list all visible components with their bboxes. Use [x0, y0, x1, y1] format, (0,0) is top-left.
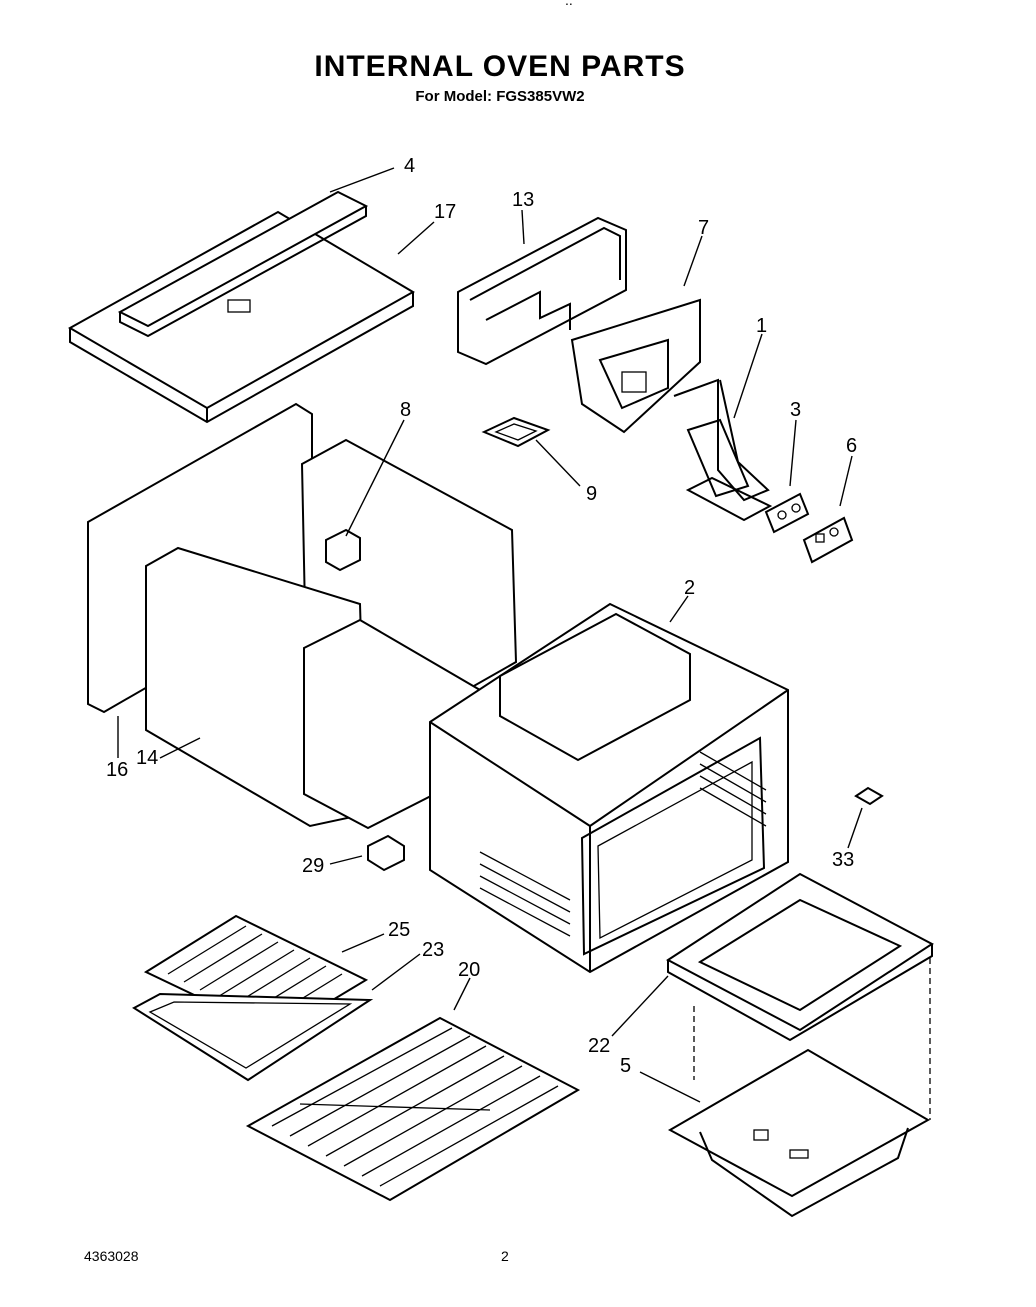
bracket-33	[854, 786, 884, 806]
label-part-23: 23	[422, 939, 444, 961]
flue-duct	[673, 378, 773, 522]
leader-17	[397, 221, 435, 255]
leader-22	[611, 975, 669, 1037]
leader-23	[371, 953, 421, 991]
label-part-7: 7	[698, 217, 709, 239]
burner-baffle	[666, 872, 934, 1042]
label-part-14: 14	[136, 747, 158, 769]
top-insulation-slab	[67, 210, 415, 424]
leader-20	[453, 977, 471, 1011]
leader-7	[683, 235, 703, 287]
oven-cavity	[429, 602, 789, 974]
label-part-4: 4	[404, 155, 415, 177]
label-part-22: 22	[588, 1035, 610, 1057]
leader-29	[329, 855, 363, 865]
label-part-16: 16	[106, 759, 128, 781]
label-part-20: 20	[458, 959, 480, 981]
leader-13	[521, 209, 525, 245]
top-mark: ..	[565, 0, 573, 8]
vent-housing	[570, 298, 701, 434]
leader-5	[639, 1071, 701, 1103]
label-part-5: 5	[620, 1055, 631, 1077]
leader-4	[329, 167, 395, 193]
leader-33	[847, 807, 863, 849]
vent-plate-6	[802, 516, 854, 564]
label-part-29: 29	[302, 855, 324, 877]
label-part-2: 2	[684, 577, 695, 599]
page-number: 2	[501, 1248, 509, 1264]
leader-3	[789, 419, 797, 487]
bracket-29	[367, 834, 405, 872]
page-title: INTERNAL OVEN PARTS	[314, 50, 686, 83]
leader-9	[535, 439, 581, 487]
model-subtitle: For Model: FGS385VW2	[415, 88, 585, 105]
oven-bottom-pan	[667, 1048, 931, 1218]
label-part-1: 1	[756, 315, 767, 337]
vent-gasket	[481, 416, 551, 448]
label-part-9: 9	[586, 483, 597, 505]
leader-6	[839, 455, 853, 507]
vent-plate-3	[764, 492, 810, 534]
label-part-25: 25	[388, 919, 410, 941]
vent-duct-cover	[457, 216, 627, 366]
oven-wrap-insulation	[145, 438, 518, 830]
leader-2	[669, 595, 689, 623]
document-number: 4363028	[84, 1248, 139, 1264]
leader-14	[159, 737, 201, 759]
leader-8	[345, 419, 405, 537]
label-part-3: 3	[790, 399, 801, 421]
top-insulation-strip	[117, 190, 369, 338]
label-part-17: 17	[434, 201, 456, 223]
leader-1	[733, 333, 763, 419]
label-part-13: 13	[512, 189, 534, 211]
broiler-pan	[132, 992, 374, 1082]
label-part-8: 8	[400, 399, 411, 421]
leader-25	[341, 933, 385, 953]
insulation-clip	[325, 528, 361, 572]
label-part-6: 6	[846, 435, 857, 457]
oven-rack	[245, 1016, 581, 1202]
label-part-33: 33	[832, 849, 854, 871]
